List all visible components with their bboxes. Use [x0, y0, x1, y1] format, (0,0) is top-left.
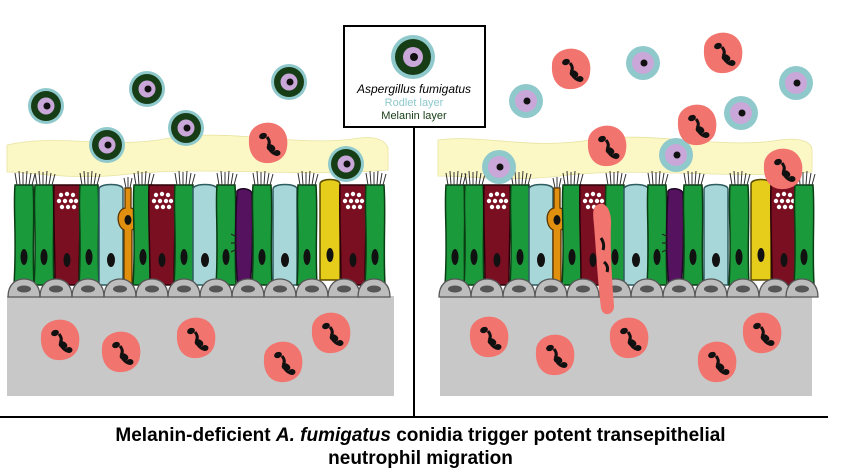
- caption-part-1: Melanin-deficient: [115, 425, 276, 446]
- caption-line-2: neutrophil migration: [328, 448, 513, 469]
- legend-box: Aspergillus fumigatus Rodlet layer Melan…: [343, 25, 486, 128]
- caption-line-1: Melanin-deficient A. fumigatus conidia t…: [0, 424, 841, 447]
- legend-melanin-label: Melanin layer: [381, 110, 447, 122]
- legend-rodlet-label: Rodlet layer: [385, 97, 444, 109]
- left-panel: [6, 64, 394, 396]
- caption-part-2: conidia trigger potent transepithelial: [390, 425, 726, 446]
- right-panel: [437, 31, 819, 396]
- legend-species-label: Aspergillus fumigatus: [356, 82, 471, 96]
- epithelium-right: [444, 170, 816, 289]
- epithelium-left: [13, 170, 387, 289]
- caption-species: A. fumigatus: [275, 425, 391, 446]
- legend-conidium-icon: [391, 35, 435, 79]
- transmigrating-neutrophil: [593, 203, 615, 315]
- mucus-layer-right: [437, 136, 813, 180]
- figure-caption: Melanin-deficient A. fumigatus conidia t…: [0, 424, 841, 470]
